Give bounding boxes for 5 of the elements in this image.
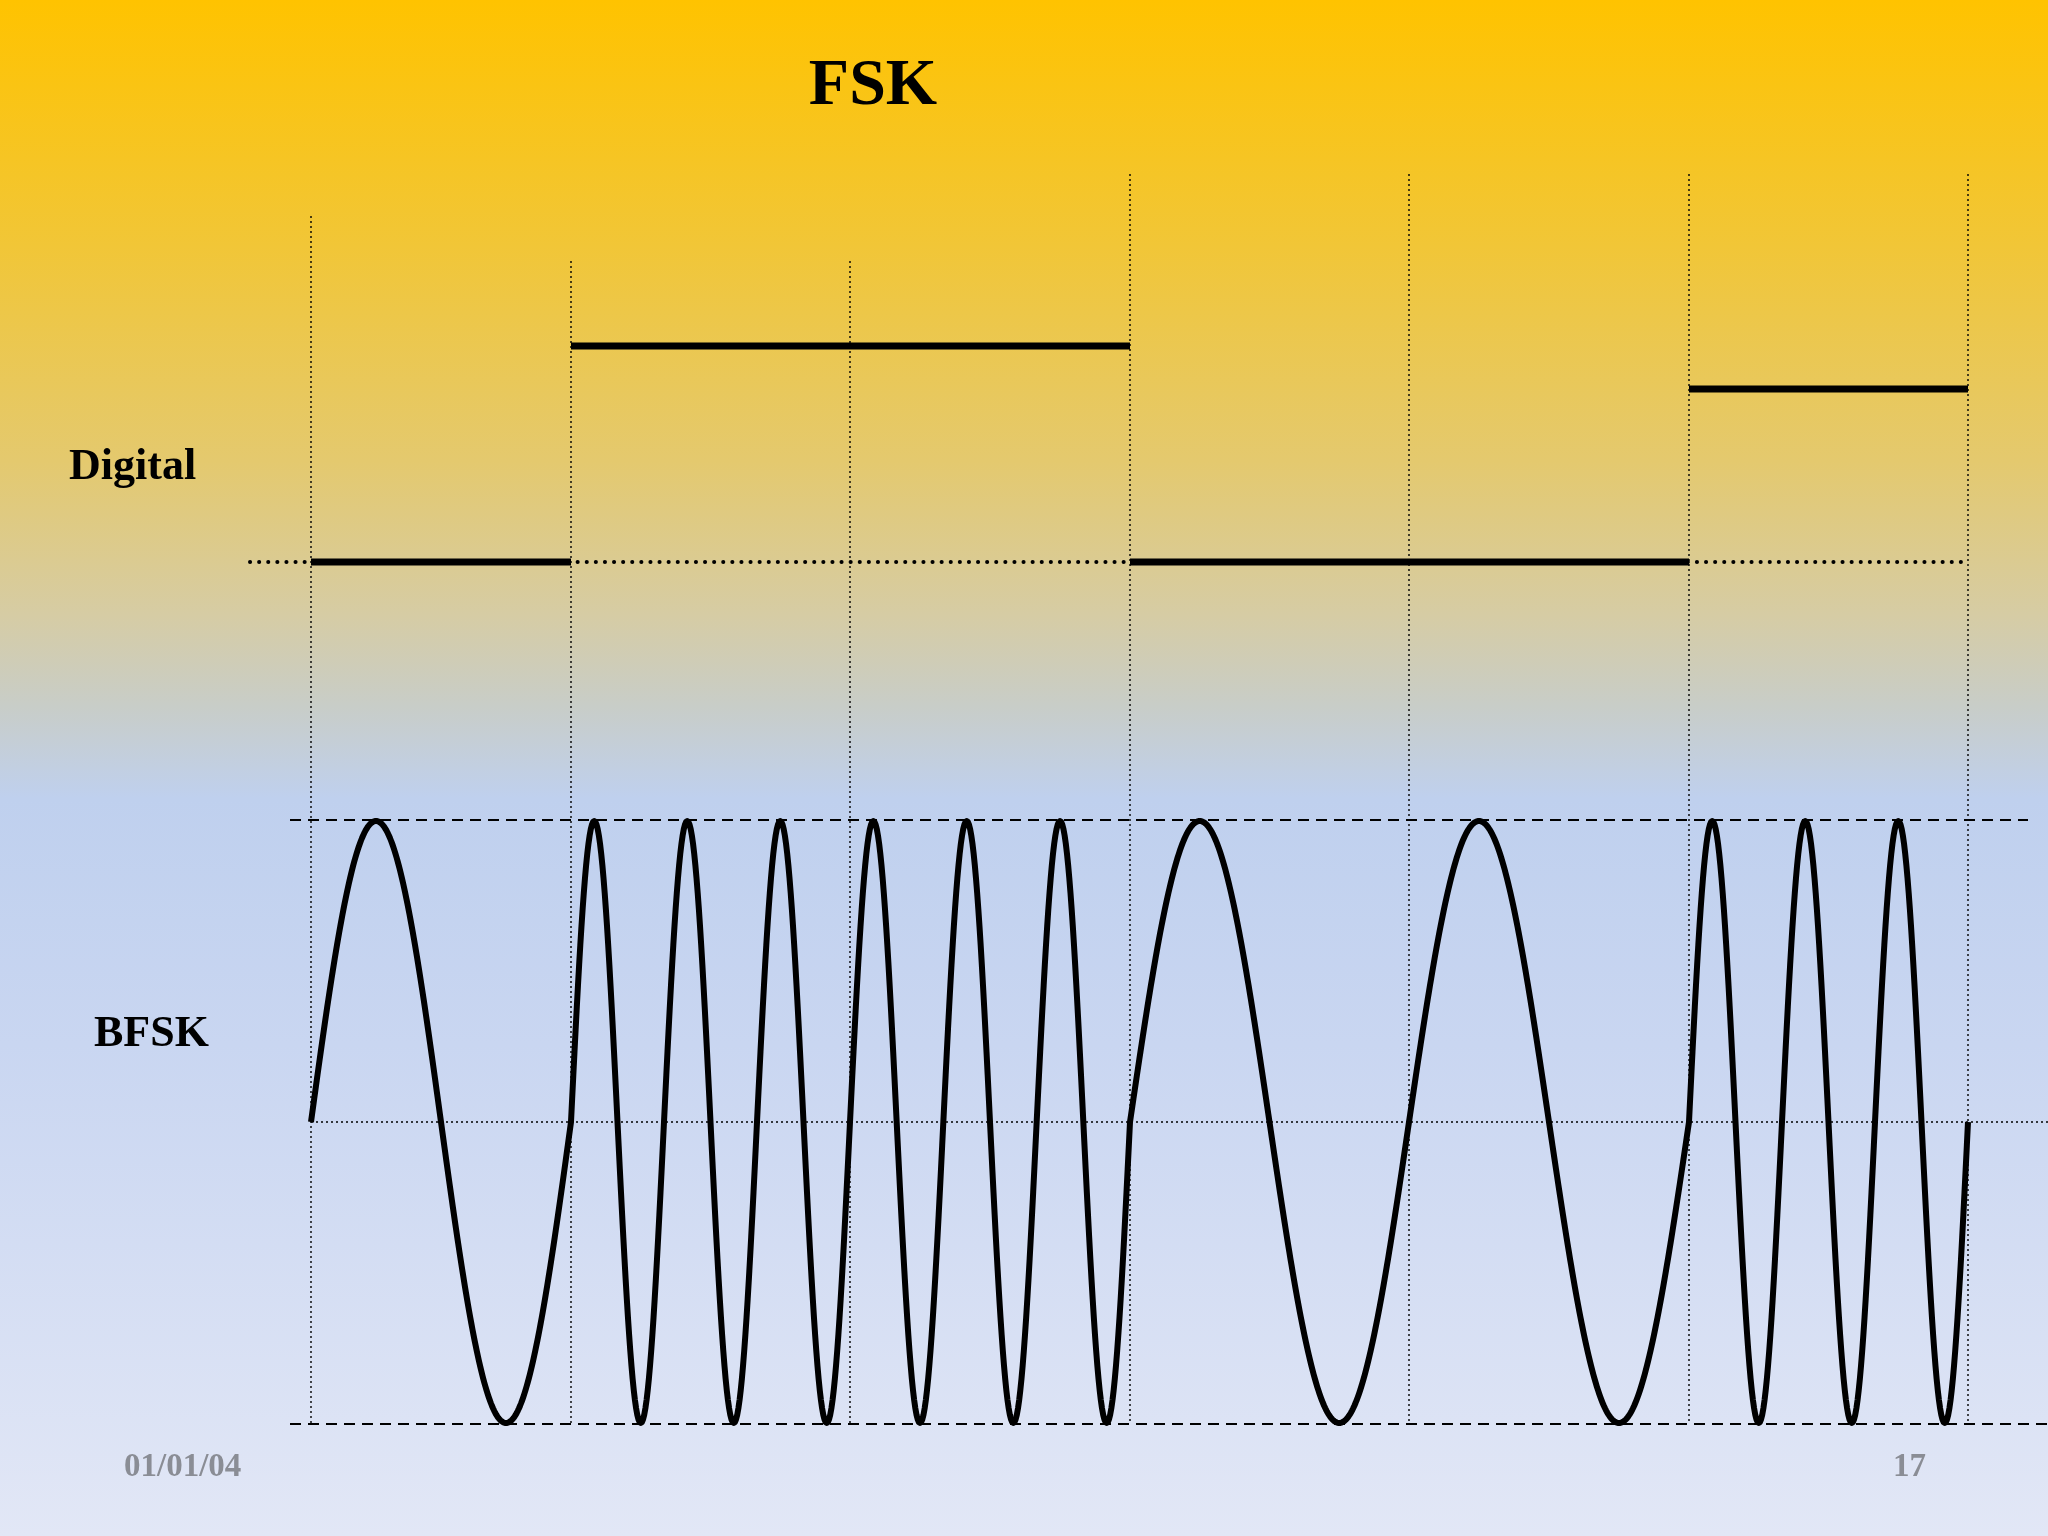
date-footer: 01/01/04 <box>124 1447 242 1485</box>
signal-label: BFSK <box>94 1006 209 1058</box>
signal-label: Digital <box>69 439 197 491</box>
slide-title: FSK <box>808 44 938 120</box>
page-number: 17 <box>1893 1447 1926 1485</box>
